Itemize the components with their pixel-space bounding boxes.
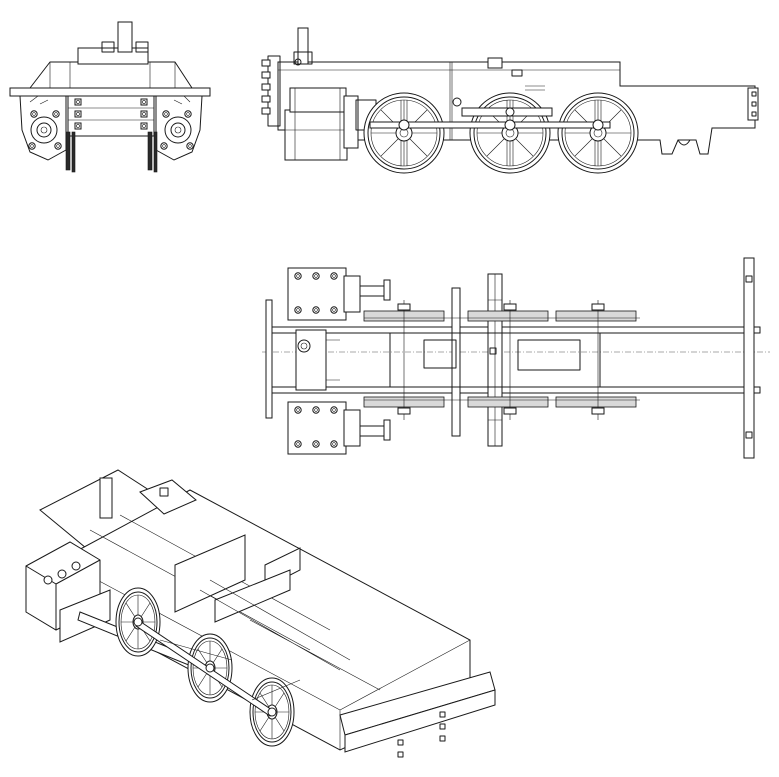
- iso-chimney-post: [99, 477, 113, 519]
- top-wheel-trailing-lower: [555, 396, 637, 408]
- iso-stretcher: [174, 534, 246, 613]
- top-frame-upper: [267, 326, 761, 334]
- side-coupling-rod: [369, 121, 611, 129]
- front-buffer-beam: [9, 87, 211, 97]
- side-wheel-driving: [469, 92, 551, 174]
- isometric-view: [25, 469, 496, 758]
- top-view: [262, 257, 770, 459]
- top-wheel-driving-lower: [467, 396, 549, 408]
- front-chimney-post: [117, 21, 133, 53]
- side-chimney-post: [297, 27, 309, 65]
- side-wheel-trailing: [557, 92, 639, 174]
- side-wheel-leading: [363, 92, 445, 174]
- top-frame-lower: [267, 386, 761, 394]
- front-frame-block: [67, 95, 155, 137]
- side-view: [261, 27, 759, 174]
- front-view: [9, 21, 211, 173]
- top-buffer-beam: [743, 257, 755, 459]
- top-wheel-trailing-upper: [555, 310, 637, 322]
- top-wheel-driving-upper: [467, 310, 549, 322]
- side-cylinder: [284, 109, 348, 161]
